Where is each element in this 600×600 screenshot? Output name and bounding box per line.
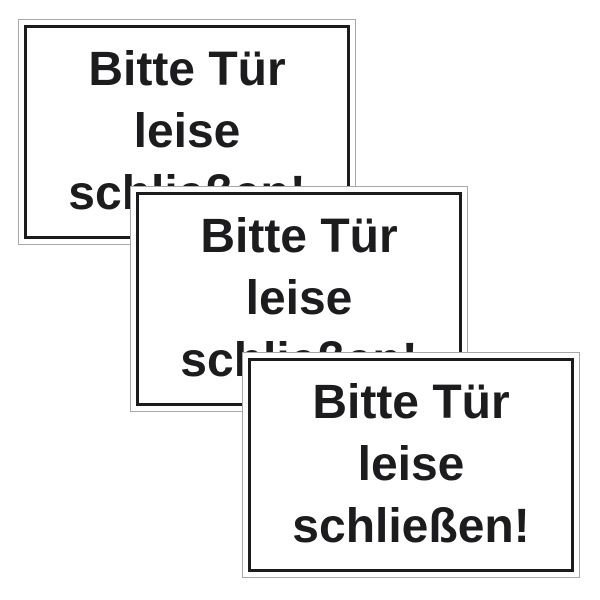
sign-line-1: Bitte Tür <box>312 376 510 429</box>
sign-line-3: schließen! <box>292 500 530 553</box>
sign-frame: Bitte Tür leise schließen! <box>248 358 574 572</box>
sign-line-2: leise <box>245 272 353 325</box>
sign-front: Bitte Tür leise schließen! <box>242 352 580 578</box>
sign-line-2: leise <box>357 438 465 491</box>
sign-line-2: leise <box>133 105 241 158</box>
sign-line-1: Bitte Tür <box>200 210 398 263</box>
sign-line-1: Bitte Tür <box>88 43 286 96</box>
